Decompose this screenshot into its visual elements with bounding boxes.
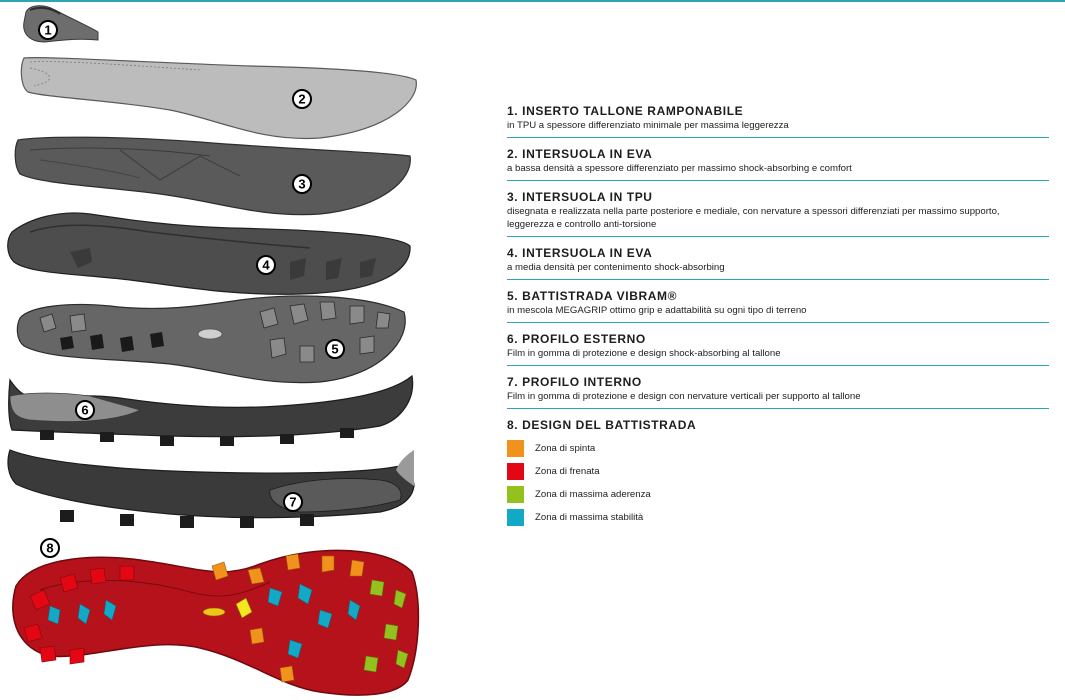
zone-swatch-stabilita [507,509,524,526]
svg-text:6: 6 [81,403,88,418]
legend-item-description: disegnata e realizzata nella parte poste… [507,206,1000,230]
zone-label: Zona di spinta [535,443,596,454]
legend-item-title: 2. INTERSUOLA IN EVA [507,147,653,161]
zone-label: Zona di massima stabilità [535,512,644,523]
svg-text:1: 1 [44,23,51,38]
zone-row-stabilita: Zona di massima stabilità [507,506,1049,529]
layer-3-tpu-midsole [14,136,411,216]
svg-text:8: 8 [46,541,53,556]
layer-6-outer-profile [8,374,414,446]
layer-badge-7: 7 [283,492,303,512]
svg-text:7: 7 [289,495,296,510]
top-accent-rule [0,0,1065,2]
zone-swatch-frenata [507,463,524,480]
legend-item-3: 3. INTERSUOLA IN TPU disegnata e realizz… [507,186,1049,237]
svg-text:2: 2 [298,92,305,107]
layer-5-vibram-outsole [16,295,406,384]
legend-item-5: 5. BATTISTRADA VIBRAM® in mescola MEGAGR… [507,285,1049,323]
legend-item-1: 1. INSERTO TALLONE RAMPONABILE in TPU a … [507,100,1049,138]
legend-item-description: in TPU a spessore differenziato minimale… [507,120,789,131]
layer-badge-2: 2 [292,89,312,109]
legend-item-6: 6. PROFILO ESTERNO Film in gomma di prot… [507,328,1049,366]
layer-badge-6: 6 [75,400,95,420]
svg-text:4: 4 [262,258,270,273]
legend-item-title: 5. BATTISTRADA VIBRAM® [507,289,678,303]
legend-item-2: 2. INTERSUOLA IN EVA a bassa densità a s… [507,143,1049,181]
svg-text:5: 5 [331,342,338,357]
zone-row-frenata: Zona di frenata [507,460,1049,483]
layer-badge-8: 8 [40,538,60,558]
layer-badge-3: 3 [292,174,312,194]
legend-item-description: Film in gomma di protezione e design sho… [507,348,781,359]
layer-badge-4: 4 [256,255,276,275]
legend-item-title: 8. DESIGN DEL BATTISTRADA [507,418,697,432]
layer-badge-1: 1 [38,20,58,40]
legend-item-description: Film in gomma di protezione e design con… [507,391,861,402]
layer-badge-5: 5 [325,339,345,359]
legend-item-title: 4. INTERSUOLA IN EVA [507,246,653,260]
legend-item-description: a media densità per contenimento shock-a… [507,262,725,273]
legend-item-title: 7. PROFILO INTERNO [507,375,642,389]
legend-item-8-tread-design: 8. DESIGN DEL BATTISTRADA Zona di spinta… [507,414,1049,534]
zone-row-aderenza: Zona di massima aderenza [507,483,1049,506]
component-legend: 1. INSERTO TALLONE RAMPONABILE in TPU a … [507,100,1049,534]
legend-item-4: 4. INTERSUOLA IN EVA a media densità per… [507,242,1049,280]
layer-4-eva-midsole-medium [7,212,411,295]
legend-item-7: 7. PROFILO INTERNO Film in gomma di prot… [507,371,1049,409]
layer-8-tread-design [12,549,420,696]
legend-item-title: 3. INTERSUOLA IN TPU [507,190,653,204]
zone-label: Zona di frenata [535,466,600,477]
svg-text:3: 3 [298,177,305,192]
legend-item-description: in mescola MEGAGRIP ottimo grip e adatta… [507,305,807,316]
legend-item-description: a bassa densità a spessore differenziato… [507,163,852,174]
layer-2-eva-midsole [20,57,417,140]
zone-row-spinta: Zona di spinta [507,437,1049,460]
layer-1-heel-insert [23,5,99,43]
zone-swatch-aderenza [507,486,524,503]
layer-7-inner-profile [7,449,415,528]
legend-item-title: 6. PROFILO ESTERNO [507,332,646,346]
exploded-sole-illustration: 1 2 3 4 5 6 7 8 [0,0,470,700]
legend-item-title: 1. INSERTO TALLONE RAMPONABILE [507,104,744,118]
zone-label: Zona di massima aderenza [535,489,651,500]
zone-swatch-spinta [507,440,524,457]
